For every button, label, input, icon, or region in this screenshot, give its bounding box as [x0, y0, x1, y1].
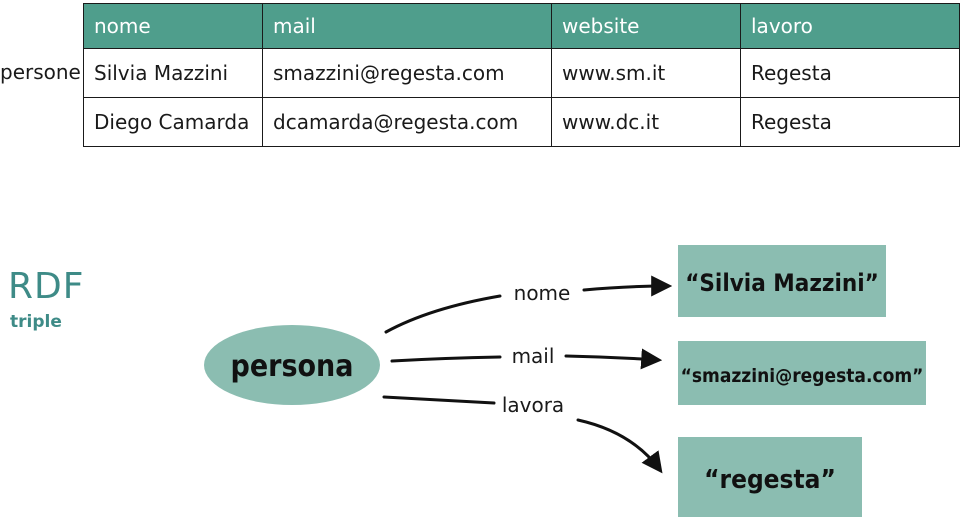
edge-label-lavora: lavora — [502, 393, 564, 417]
table-header-row: nome mail website lavoro — [83, 3, 960, 49]
object-label-lavora: “regesta” — [704, 465, 836, 495]
subject-label: persona — [231, 349, 354, 384]
persone-table: nome mail website lavoro Silvia Mazzini … — [83, 3, 960, 147]
header-mail: mail — [262, 3, 552, 49]
cell-website: www.dc.it — [551, 97, 741, 147]
header-nome: nome — [83, 3, 263, 49]
object-label-mail: “smazzini@regesta.com” — [681, 365, 924, 387]
edge-mail-line — [390, 355, 502, 363]
cell-mail: dcamarda@regesta.com — [262, 97, 552, 147]
rdf-subtitle: triple — [10, 312, 62, 332]
edge-nome-arrow — [582, 275, 673, 297]
subject-node — [204, 325, 380, 405]
header-website: website — [551, 3, 741, 49]
cell-nome: Diego Camarda — [83, 97, 263, 147]
object-node-lavora — [678, 437, 862, 517]
edge-label-nome: nome — [514, 281, 571, 305]
cell-nome: Silvia Mazzini — [83, 48, 263, 98]
cell-website: www.sm.it — [551, 48, 741, 98]
edge-mail-arrow — [564, 348, 663, 370]
table-row: Silvia Mazzini smazzini@regesta.com www.… — [83, 48, 960, 98]
edge-lavora-arrow — [576, 418, 663, 474]
object-node-mail — [678, 341, 926, 405]
table-row: Diego Camarda dcamarda@regesta.com www.d… — [83, 97, 960, 147]
cell-mail: smazzini@regesta.com — [262, 48, 552, 98]
cell-lavoro: Regesta — [740, 48, 960, 98]
edge-lavora-line — [382, 395, 496, 405]
cell-lavoro: Regesta — [740, 97, 960, 147]
object-label-nome: “Silvia Mazzini” — [685, 269, 879, 297]
edge-label-mail: mail — [512, 344, 555, 368]
object-node-nome — [678, 245, 886, 317]
edge-nome-line — [384, 294, 502, 334]
table-row-label: persone — [0, 60, 81, 84]
rdf-title: RDF — [8, 266, 85, 307]
